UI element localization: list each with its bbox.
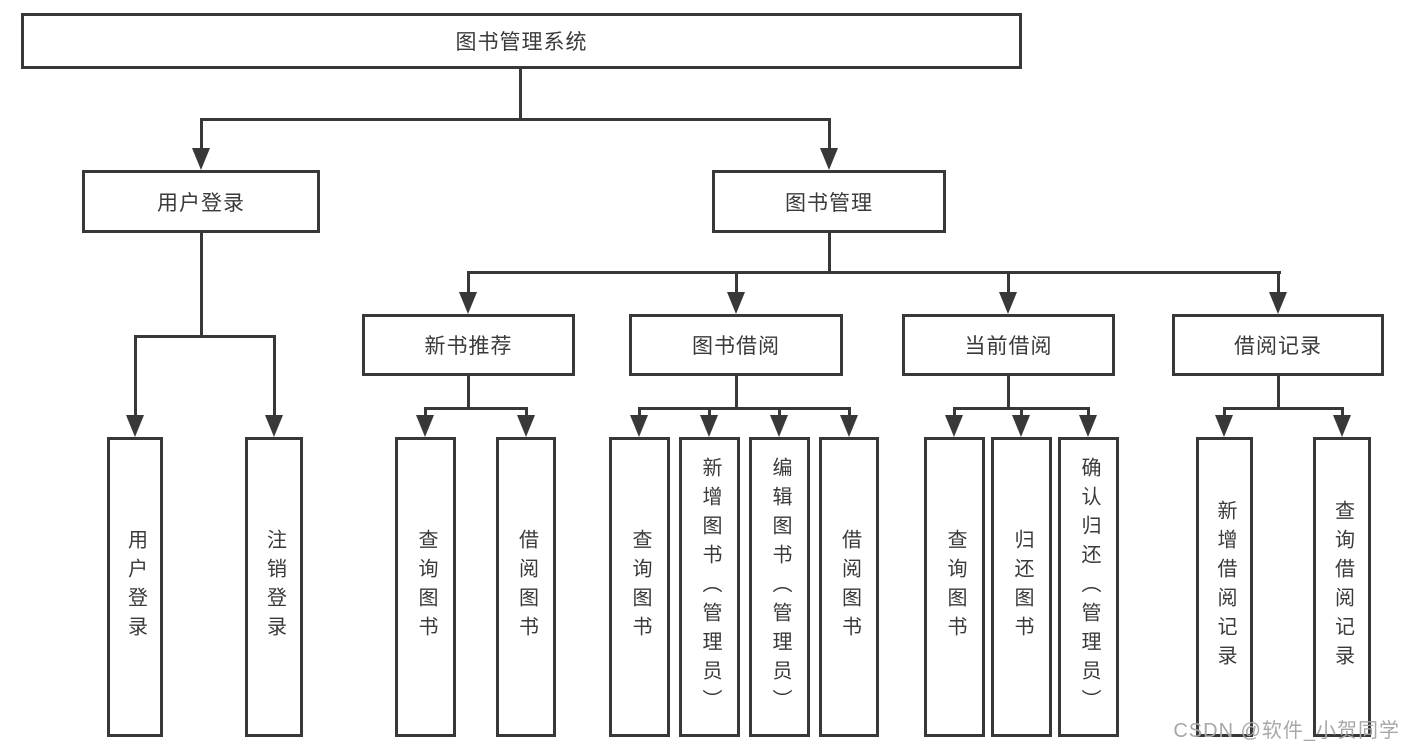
- connector-line: [735, 271, 738, 296]
- leaf-borrow-add-books-admin: 新增图书（管理员）: [679, 437, 740, 737]
- arrow-down-icon: [1012, 415, 1030, 437]
- arrow-down-icon: [126, 415, 144, 437]
- arrow-down-icon: [727, 292, 745, 314]
- arrow-down-icon: [416, 415, 434, 437]
- node-user-login: 用户登录: [82, 170, 320, 233]
- arrow-down-icon: [265, 415, 283, 437]
- connector-line: [424, 407, 528, 410]
- leaf-current-confirm-return-admin: 确认归还（管理员）: [1058, 437, 1119, 737]
- arrow-down-icon: [630, 415, 648, 437]
- connector-line: [848, 407, 851, 419]
- leaf-user-login: 用户登录: [107, 437, 163, 737]
- leaf-borrow-edit-books-admin: 编辑图书（管理员）: [749, 437, 810, 737]
- arrow-down-icon: [770, 415, 788, 437]
- node-book-borrow: 图书借阅: [629, 314, 843, 376]
- leaf-logout: 注销登录: [245, 437, 303, 737]
- leaf-borrow-query-books: 查询图书: [609, 437, 670, 737]
- connector-line: [1020, 407, 1023, 419]
- connector-line: [467, 376, 470, 410]
- leaf-record-query-borrow-record-label: 查询借阅记录: [1331, 500, 1354, 674]
- connector-line: [467, 271, 470, 296]
- connector-line: [1277, 376, 1280, 410]
- connector-line: [953, 407, 956, 419]
- connector-line: [1007, 271, 1010, 296]
- connector-line: [708, 407, 711, 419]
- connector-line: [134, 335, 276, 338]
- connector-line: [200, 233, 203, 337]
- node-current-borrow: 当前借阅: [902, 314, 1115, 376]
- node-borrow-record: 借阅记录: [1172, 314, 1384, 376]
- leaf-newbook-query-books-label: 查询图书: [415, 529, 437, 645]
- arrow-down-icon: [192, 148, 210, 170]
- connector-line: [778, 407, 781, 419]
- connector-line: [828, 118, 831, 152]
- connector-line: [273, 335, 276, 417]
- connector-line: [1277, 271, 1280, 296]
- leaf-logout-label: 注销登录: [263, 529, 286, 645]
- arrow-down-icon: [1215, 415, 1233, 437]
- connector-line: [1341, 407, 1344, 419]
- leaf-user-login-label: 用户登录: [124, 529, 147, 645]
- connector-line: [735, 376, 738, 410]
- connector-line: [134, 335, 137, 417]
- leaf-record-add-borrow-record: 新增借阅记录: [1196, 437, 1253, 737]
- connector-line: [1223, 407, 1226, 419]
- connector-line: [1223, 407, 1344, 410]
- arrow-down-icon: [999, 292, 1017, 314]
- leaf-borrow-query-books-label: 查询图书: [629, 529, 651, 645]
- connector-line: [525, 407, 528, 419]
- arrow-down-icon: [820, 148, 838, 170]
- node-new-book-recommend: 新书推荐: [362, 314, 575, 376]
- connector-line: [828, 233, 831, 273]
- connector-line: [200, 118, 203, 152]
- node-book-management: 图书管理: [712, 170, 946, 233]
- arrow-down-icon: [517, 415, 535, 437]
- leaf-newbook-borrow-books-label: 借阅图书: [515, 529, 538, 645]
- connector-line: [519, 69, 522, 121]
- arrow-down-icon: [1079, 415, 1097, 437]
- connector-line: [638, 407, 851, 410]
- leaf-current-confirm-return-admin-label: 确认归还（管理员）: [1078, 456, 1100, 718]
- arrow-down-icon: [1269, 292, 1287, 314]
- arrow-down-icon: [945, 415, 963, 437]
- arrow-down-icon: [840, 415, 858, 437]
- leaf-borrow-borrow-books-label: 借阅图书: [838, 529, 861, 645]
- leaf-newbook-borrow-books: 借阅图书: [496, 437, 556, 737]
- leaf-current-return-books-label: 归还图书: [1011, 529, 1033, 645]
- arrow-down-icon: [1333, 415, 1351, 437]
- leaf-newbook-query-books: 查询图书: [395, 437, 456, 737]
- leaf-current-query-books: 查询图书: [924, 437, 985, 737]
- leaf-borrow-borrow-books: 借阅图书: [819, 437, 879, 737]
- leaf-record-query-borrow-record: 查询借阅记录: [1313, 437, 1371, 737]
- leaf-current-return-books: 归还图书: [991, 437, 1052, 737]
- arrow-down-icon: [700, 415, 718, 437]
- connector-line: [1087, 407, 1090, 419]
- connector-line: [424, 407, 427, 419]
- leaf-borrow-edit-books-admin-label: 编辑图书（管理员）: [769, 456, 791, 718]
- arrow-down-icon: [459, 292, 477, 314]
- connector-line: [1007, 376, 1010, 410]
- node-root: 图书管理系统: [21, 13, 1022, 69]
- connector-line: [200, 118, 831, 121]
- leaf-current-query-books-label: 查询图书: [944, 529, 966, 645]
- connector-line: [638, 407, 641, 419]
- leaf-borrow-add-books-admin-label: 新增图书（管理员）: [699, 456, 721, 718]
- connector-line: [467, 271, 1281, 274]
- leaf-record-add-borrow-record-label: 新增借阅记录: [1214, 500, 1236, 674]
- csdn-watermark: CSDN @软件_小贺同学: [1173, 720, 1400, 742]
